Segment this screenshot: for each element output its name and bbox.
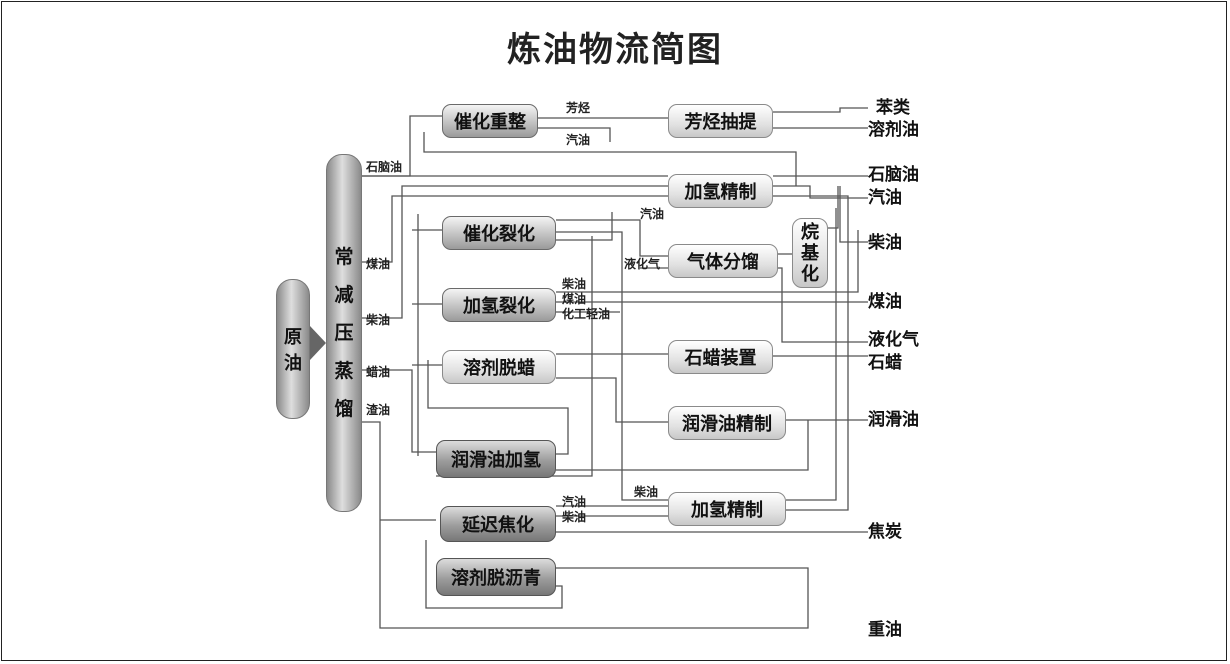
stream-label-hc-light-oil: 化工轻油 [562,307,611,321]
line-reform-gasoline [538,127,611,142]
unit-aromatics-extraction: 芳烃抽提 [668,104,773,138]
product-kerosene: 煤油 [868,292,902,312]
product-naphtha: 石脑油 [868,165,919,185]
stream-label-kerosene: 煤油 [366,257,391,271]
stream-label-reform-gasoline: 汽油 [566,133,591,147]
unit-hydrofining-top: 加氢精制 [668,174,773,208]
unit-solvent-deasphalting: 溶剂脱沥青 [436,558,556,596]
line-dewax-lube [556,377,668,423]
product-lpg: 液化气 [868,330,919,350]
line-lube-hydro-out [556,420,809,471]
line-kerosene-hydrofining [362,195,668,263]
diagram-title: 炼油物流简图 [507,30,723,70]
distillation-column-node: 常减压蒸馏 [326,154,362,512]
line-diesel-hydrofining [362,185,668,319]
unit-alkylation: 烷基化 [792,218,828,288]
unit-solvent-dewaxing: 溶剂脱蜡 [442,350,556,384]
stream-label-reform-aromatics: 芳烃 [566,101,591,115]
product-lube-oil: 润滑油 [868,410,919,430]
line-hf2-up [786,208,837,501]
unit-catalytic-cracking: 催化裂化 [442,216,556,250]
product-gasoline: 汽油 [868,188,902,208]
stream-label-diesel: 柴油 [366,313,391,327]
crude-oil-label: 原油 [284,327,302,374]
line-dewax-loop [427,360,569,455]
line-deasphalt-loop [425,540,563,609]
unit-paraffin: 石蜡装置 [668,340,773,374]
line-diesel-product [839,186,868,243]
unit-lube-refining: 润滑油精制 [668,406,786,440]
unit-gas-fractionation: 气体分馏 [668,244,778,278]
stream-label-residue: 渣油 [366,403,391,417]
line-hf-gasoline [773,185,868,199]
stream-label-coker-diesel: 柴油 [562,510,587,524]
product-solvent-oil: 溶剂油 [868,120,919,140]
unit-lube-hydrotreating: 润滑油加氢 [436,440,556,478]
product-heavy-oil: 重油 [868,620,902,640]
line-wax-lube-hydro [362,369,436,453]
line-reform-to-product [423,132,797,186]
crude-oil-node: 原油 [276,279,310,419]
unit-catalytic-reforming: 催化重整 [442,104,538,138]
line-benzene [773,107,868,113]
distillation-label: 常减压蒸馏 [334,246,354,420]
stream-label-hc-diesel: 柴油 [562,277,587,291]
product-paraffin: 石蜡 [868,353,902,373]
stream-label-hc-kerosene: 煤油 [562,292,587,306]
unit-hydrofining-bottom: 加氢精制 [668,492,786,526]
line-residue-heavy [362,421,809,629]
line-hc-diesel [556,230,859,293]
stream-label-coker-gasoline: 汽油 [562,495,587,509]
product-diesel: 柴油 [868,233,902,253]
unit-delayed-coking: 延迟焦化 [440,506,556,542]
line-hf-diesel-trunk [773,195,849,511]
line-alky-gasoline [828,186,839,229]
line-fcc-gasoline [556,212,613,241]
line-fcc-diesel [556,231,668,501]
stream-label-fcc-gasoline: 汽油 [640,207,665,221]
line-lpg-product [778,267,868,343]
stream-label-coker-diesel-to-hf: 柴油 [634,485,659,499]
stream-label-naphtha: 石脑油 [366,160,403,174]
product-coke: 焦炭 [868,522,902,542]
stream-label-fcc-lpg: 液化气 [624,257,661,271]
stream-label-wax-oil: 蜡油 [366,365,391,379]
line-fcc-gas [556,219,668,257]
unit-hydrocracking: 加氢裂化 [442,288,556,322]
arrow-icon [310,326,326,360]
product-benzene: 苯类 [876,98,910,118]
